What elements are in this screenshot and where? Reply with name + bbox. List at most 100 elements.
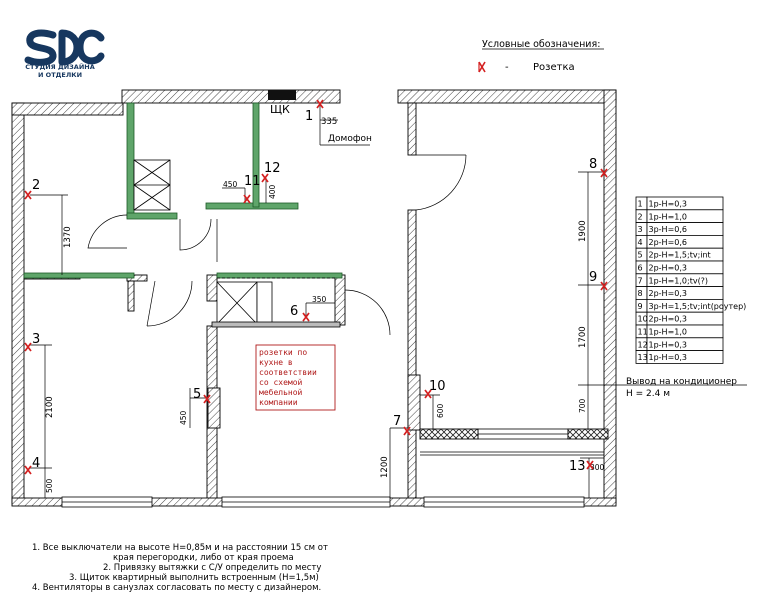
table-row: 2 1р-Н=1,0 — [635, 209, 724, 224]
socket-2-label: 2 — [32, 178, 40, 193]
table-cell-number: 2 — [638, 212, 643, 221]
socket-5-icon — [203, 394, 211, 404]
table-row: 6 2р-Н=0,3 — [635, 260, 724, 275]
socket-10-icon — [424, 389, 432, 399]
socket-4-icon — [24, 465, 32, 475]
panel-icon — [268, 90, 296, 100]
kitchen-note-line-6: компании — [259, 398, 298, 407]
dim-500: 500 — [45, 478, 54, 493]
table-cell-number: 1 — [638, 200, 643, 209]
table-row: 5 2р-Н=1,5;tv;int — [635, 247, 724, 262]
ac-outlet-note: Вывод на кондиционер Н = 2.4 м — [626, 377, 737, 399]
socket-12-label: 12 — [264, 161, 281, 176]
partitions — [23, 102, 343, 279]
table-cell-spec: 2р-Н=1,5;tv;int — [649, 251, 711, 260]
socket-13-icon — [586, 460, 594, 470]
table-row: 7 1р-Н=1,0;tv(?) — [635, 273, 724, 287]
dimension-labels: 1370 2100 500 450 400 450 350 1200 600 1… — [45, 117, 605, 493]
table-cell-spec: 1р-Н=0,3 — [649, 200, 688, 209]
table-cell-spec: 3р-Н=1,5;tv;int(роутер) — [649, 302, 747, 311]
kitchen-note-line-2: кухне в — [259, 358, 293, 367]
table-cell-spec: 1р-Н=1,0 — [649, 212, 688, 221]
panel-label: ЩК — [270, 103, 290, 116]
intercom-label: Домофон — [328, 134, 372, 144]
table-cell-spec: 2р-Н=0,3 — [649, 264, 688, 273]
note-1-cont: края перегородки, либо от края проема — [113, 553, 294, 563]
socket-8-icon — [600, 168, 608, 178]
dim-300: 300 — [590, 463, 605, 472]
socket-2-icon — [24, 190, 32, 200]
dim-600: 600 — [436, 403, 445, 418]
table-cell-number: 3 — [638, 225, 643, 234]
note-2: 2. Привязку вытяжки с С/У определить по … — [103, 563, 321, 573]
dim-450-a: 450 — [223, 180, 238, 189]
socket-11-icon — [243, 194, 251, 204]
kitchen-note-line-3: соответствии — [259, 368, 317, 377]
socket-4-label: 4 — [32, 456, 40, 471]
table-cell-spec: 1р-Н=1,0;tv(?) — [649, 276, 709, 285]
table-cell-number: 6 — [638, 264, 643, 273]
table-row: 1 1р-Н=0,3 — [635, 196, 724, 211]
table-cell-number: 4 — [638, 238, 643, 247]
socket-6-label: 6 — [290, 304, 298, 319]
shafts — [133, 159, 341, 328]
table-cell-spec: 1р-Н=1,0 — [649, 328, 688, 337]
socket-9-icon — [600, 281, 608, 291]
table-cell-spec: 3р-Н=0,6 — [649, 225, 688, 234]
socket-spec-table: 1 1р-Н=0,3 2 1р-Н=1,0 3 3р-Н=0,6 4 2р-Н=0,6 5 2р-… — [635, 196, 747, 364]
socket-6-icon — [302, 312, 310, 322]
logo-line-1: СТУДИЯ ДИЗАЙНА — [25, 62, 95, 71]
table-cell-number: 12 — [638, 340, 648, 349]
note-4: 4. Вентиляторы в санузлах согласовать по… — [32, 583, 321, 593]
table-cell-number: 7 — [638, 276, 643, 285]
table-row: 4 2р-Н=0,6 — [635, 234, 724, 249]
socket-11-label: 11 — [244, 174, 261, 189]
doors — [87, 154, 467, 336]
dimension-lines — [30, 103, 747, 498]
ac-outlet-line-1: Вывод на кондиционер — [626, 377, 737, 387]
note-3: 3. Щиток квартирный выполнить встроенным… — [69, 573, 319, 583]
table-cell-number: 9 — [638, 302, 643, 311]
table-cell-spec: 2р-Н=0,6 — [649, 238, 688, 247]
socket-5-label: 5 — [193, 387, 201, 402]
socket-7-icon — [403, 426, 411, 436]
kitchen-note-line-1: розетки по — [259, 348, 307, 357]
socket-3-icon — [24, 342, 32, 352]
general-notes: 1. Все выключатели на высоте Н=0,85м и н… — [32, 543, 328, 593]
table-row: 8 2р-Н=0,3 — [635, 286, 724, 300]
intercom-dim: 335 — [321, 117, 337, 127]
table-cell-number: 8 — [638, 289, 643, 298]
socket-7-label: 7 — [393, 414, 401, 429]
socket-9-label: 9 — [589, 270, 597, 285]
table-cell-number: 11 — [638, 328, 648, 337]
table-cell-spec: 2р-Н=0,3 — [649, 289, 688, 298]
studio-logo: СТУДИЯ ДИЗАЙНА И ОТДЕЛКИ — [24, 29, 105, 79]
dim-700: 700 — [578, 398, 587, 413]
legend-title: Условные обозначения: — [482, 39, 600, 50]
dim-2100: 2100 — [45, 396, 55, 418]
legend-item-label: Розетка — [533, 62, 575, 73]
note-1: 1. Все выключатели на высоте Н=0,85м и н… — [32, 543, 328, 553]
socket-13-label: 13 — [569, 459, 586, 474]
socket-3-label: 3 — [32, 332, 40, 347]
kitchen-note-line-4: со схемой — [259, 378, 303, 387]
windows — [61, 428, 585, 508]
legend-dash: - — [505, 62, 509, 73]
table-cell-number: 13 — [638, 353, 648, 362]
kitchen-note: розетки по кухне в соответствии со схемо… — [255, 344, 336, 411]
ac-outlet-line-2: Н = 2.4 м — [626, 389, 670, 399]
table-cell-spec: 1р-Н=0,3 — [649, 340, 688, 349]
table-row: 3 3р-Н=0,6 — [635, 222, 724, 236]
logo-mark-icon — [24, 29, 105, 66]
kitchen-note-line-5: мебельной — [259, 387, 303, 397]
socket-8-label: 8 — [589, 157, 597, 172]
socket-1-label: 1 — [305, 109, 313, 124]
logo-line-2: И ОТДЕЛКИ — [38, 71, 82, 79]
table-row: 9 3р-Н=1,5;tv;int(роутер) — [635, 298, 747, 313]
socket-10-label: 10 — [429, 379, 446, 394]
table-cell-number: 5 — [638, 251, 643, 260]
